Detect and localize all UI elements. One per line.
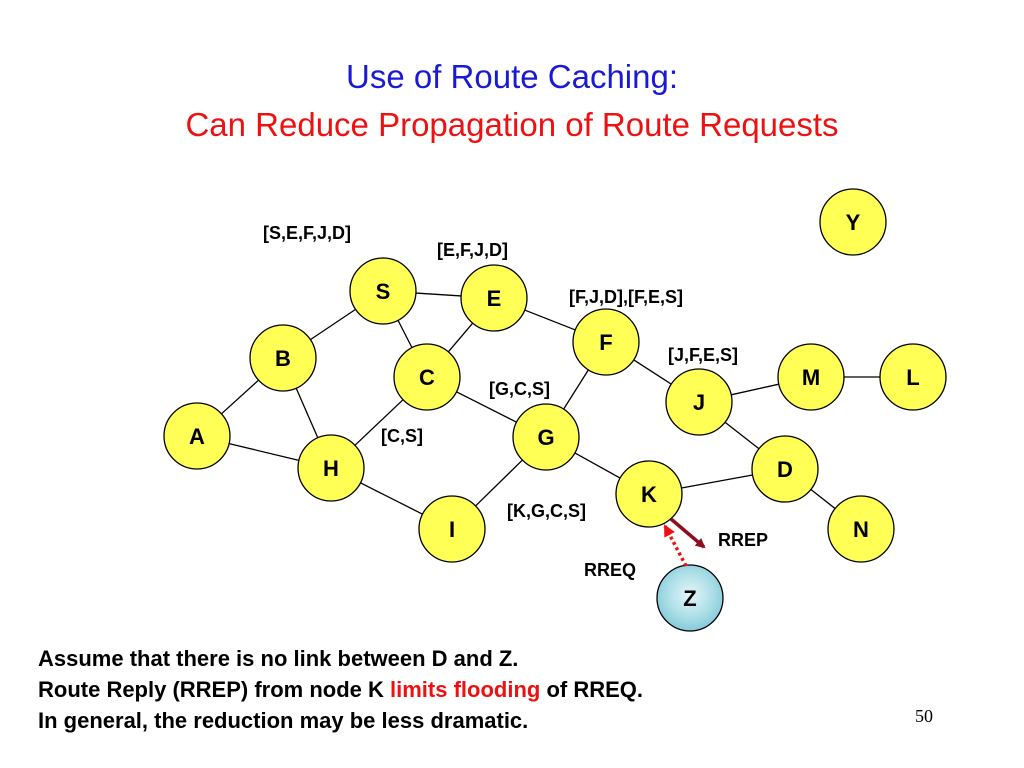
node-label-s: S [376,279,391,304]
route-cache-label-f: [F,J,D],[F,E,S] [569,287,683,307]
node-i: I [418,495,486,563]
edge-s-b [310,308,356,341]
edge-c-g [456,391,517,423]
node-circle-y [819,188,887,256]
edge-s-e [415,292,462,297]
caption-line-2-prefix: Route Reply (RREP) from node K [38,677,391,702]
node-label-c: C [419,365,435,390]
route-cache-label-k: [K,G,C,S] [507,501,586,521]
node-circle-j [665,368,733,436]
rreq-label: RREQ [584,560,636,580]
node-circle-i [418,495,486,563]
node-circle-d [751,435,819,503]
node-c: C [393,343,461,411]
edge-s-c [397,320,413,348]
node-circle-c [393,343,461,411]
edge-d-n [810,488,836,510]
route-cache-label-g: [G,C,S] [489,379,550,399]
node-label-l: L [906,365,919,390]
caption-highlight: limits flooding [390,677,541,702]
node-label-b: B [275,346,291,371]
node-circle-n [827,495,895,563]
node-y: Y [819,188,887,256]
node-label-i: I [449,517,455,542]
node-circle-f [572,308,640,376]
node-circle-e [460,264,528,332]
edge-k-d [681,474,753,489]
caption-line-1: Assume that there is no link between D a… [38,646,519,671]
node-label-j: J [693,390,705,415]
node-label-e: E [487,286,502,311]
node-label-d: D [777,457,793,482]
node-g: G [512,403,580,471]
node-circle-a [163,402,231,470]
slide-title-line-2: Can Reduce Propagation of Route Requests [185,106,839,143]
node-circle-z [656,564,724,632]
route-cache-label-s: [S,E,F,J,D] [263,223,351,243]
node-label-k: K [641,482,657,507]
rrep-label: RREP [718,530,768,550]
node-label-g: G [537,425,554,450]
node-circle-b [249,324,317,392]
node-label-n: N [853,517,869,542]
node-f: F [572,308,640,376]
node-circle-k [615,460,683,528]
rreq-arrow [663,524,688,567]
edge-a-h [228,443,300,461]
edge-b-a [221,379,259,415]
node-j: J [665,368,733,436]
caption-line-2: Route Reply (RREP) from node K limits fl… [38,674,643,705]
node-circle-m [777,343,845,411]
node-e: E [460,264,528,332]
edge-e-f [524,309,576,331]
page-number: 50 [915,706,933,726]
edge-f-g [563,369,589,410]
caption-line-2-suffix: of RREQ. [540,677,644,702]
edge-c-h [354,399,404,446]
rrep-arrow [669,517,706,549]
edge-g-k [574,452,621,479]
node-b: B [249,324,317,392]
node-label-a: A [189,424,205,449]
route-cache-label-j: [J,F,E,S] [668,345,738,365]
node-circle-g [512,403,580,471]
edge-h-i [360,482,423,515]
node-circle-l [879,343,947,411]
node-m: M [777,343,845,411]
edge-b-h [295,387,319,439]
node-a: A [163,402,231,470]
slide-title-line-1: Use of Route Caching: [345,58,678,95]
edge-j-m [731,383,779,396]
node-label-h: H [323,456,339,481]
edge-g-i [475,459,523,507]
node-z: Z [656,564,724,632]
route-cache-label-e: [E,F,J,D] [437,240,508,260]
node-d: D [751,435,819,503]
node-s: S [349,257,417,325]
node-l: L [879,343,947,411]
node-label-y: Y [846,210,861,235]
node-label-z: Z [683,586,696,611]
node-n: N [827,495,895,563]
caption: Assume that there is no link between D a… [38,643,643,736]
edge-f-j [633,359,672,385]
node-circle-s [349,257,417,325]
edge-e-c [447,322,474,353]
route-cache-label-c: [C,S] [381,426,423,446]
edge-j-d [724,421,760,450]
node-label-m: M [802,365,820,390]
node-k: K [615,460,683,528]
node-circle-h [297,434,365,502]
node-h: H [297,434,365,502]
caption-line-3: In general, the reduction may be less dr… [38,708,529,733]
node-label-f: F [599,330,612,355]
